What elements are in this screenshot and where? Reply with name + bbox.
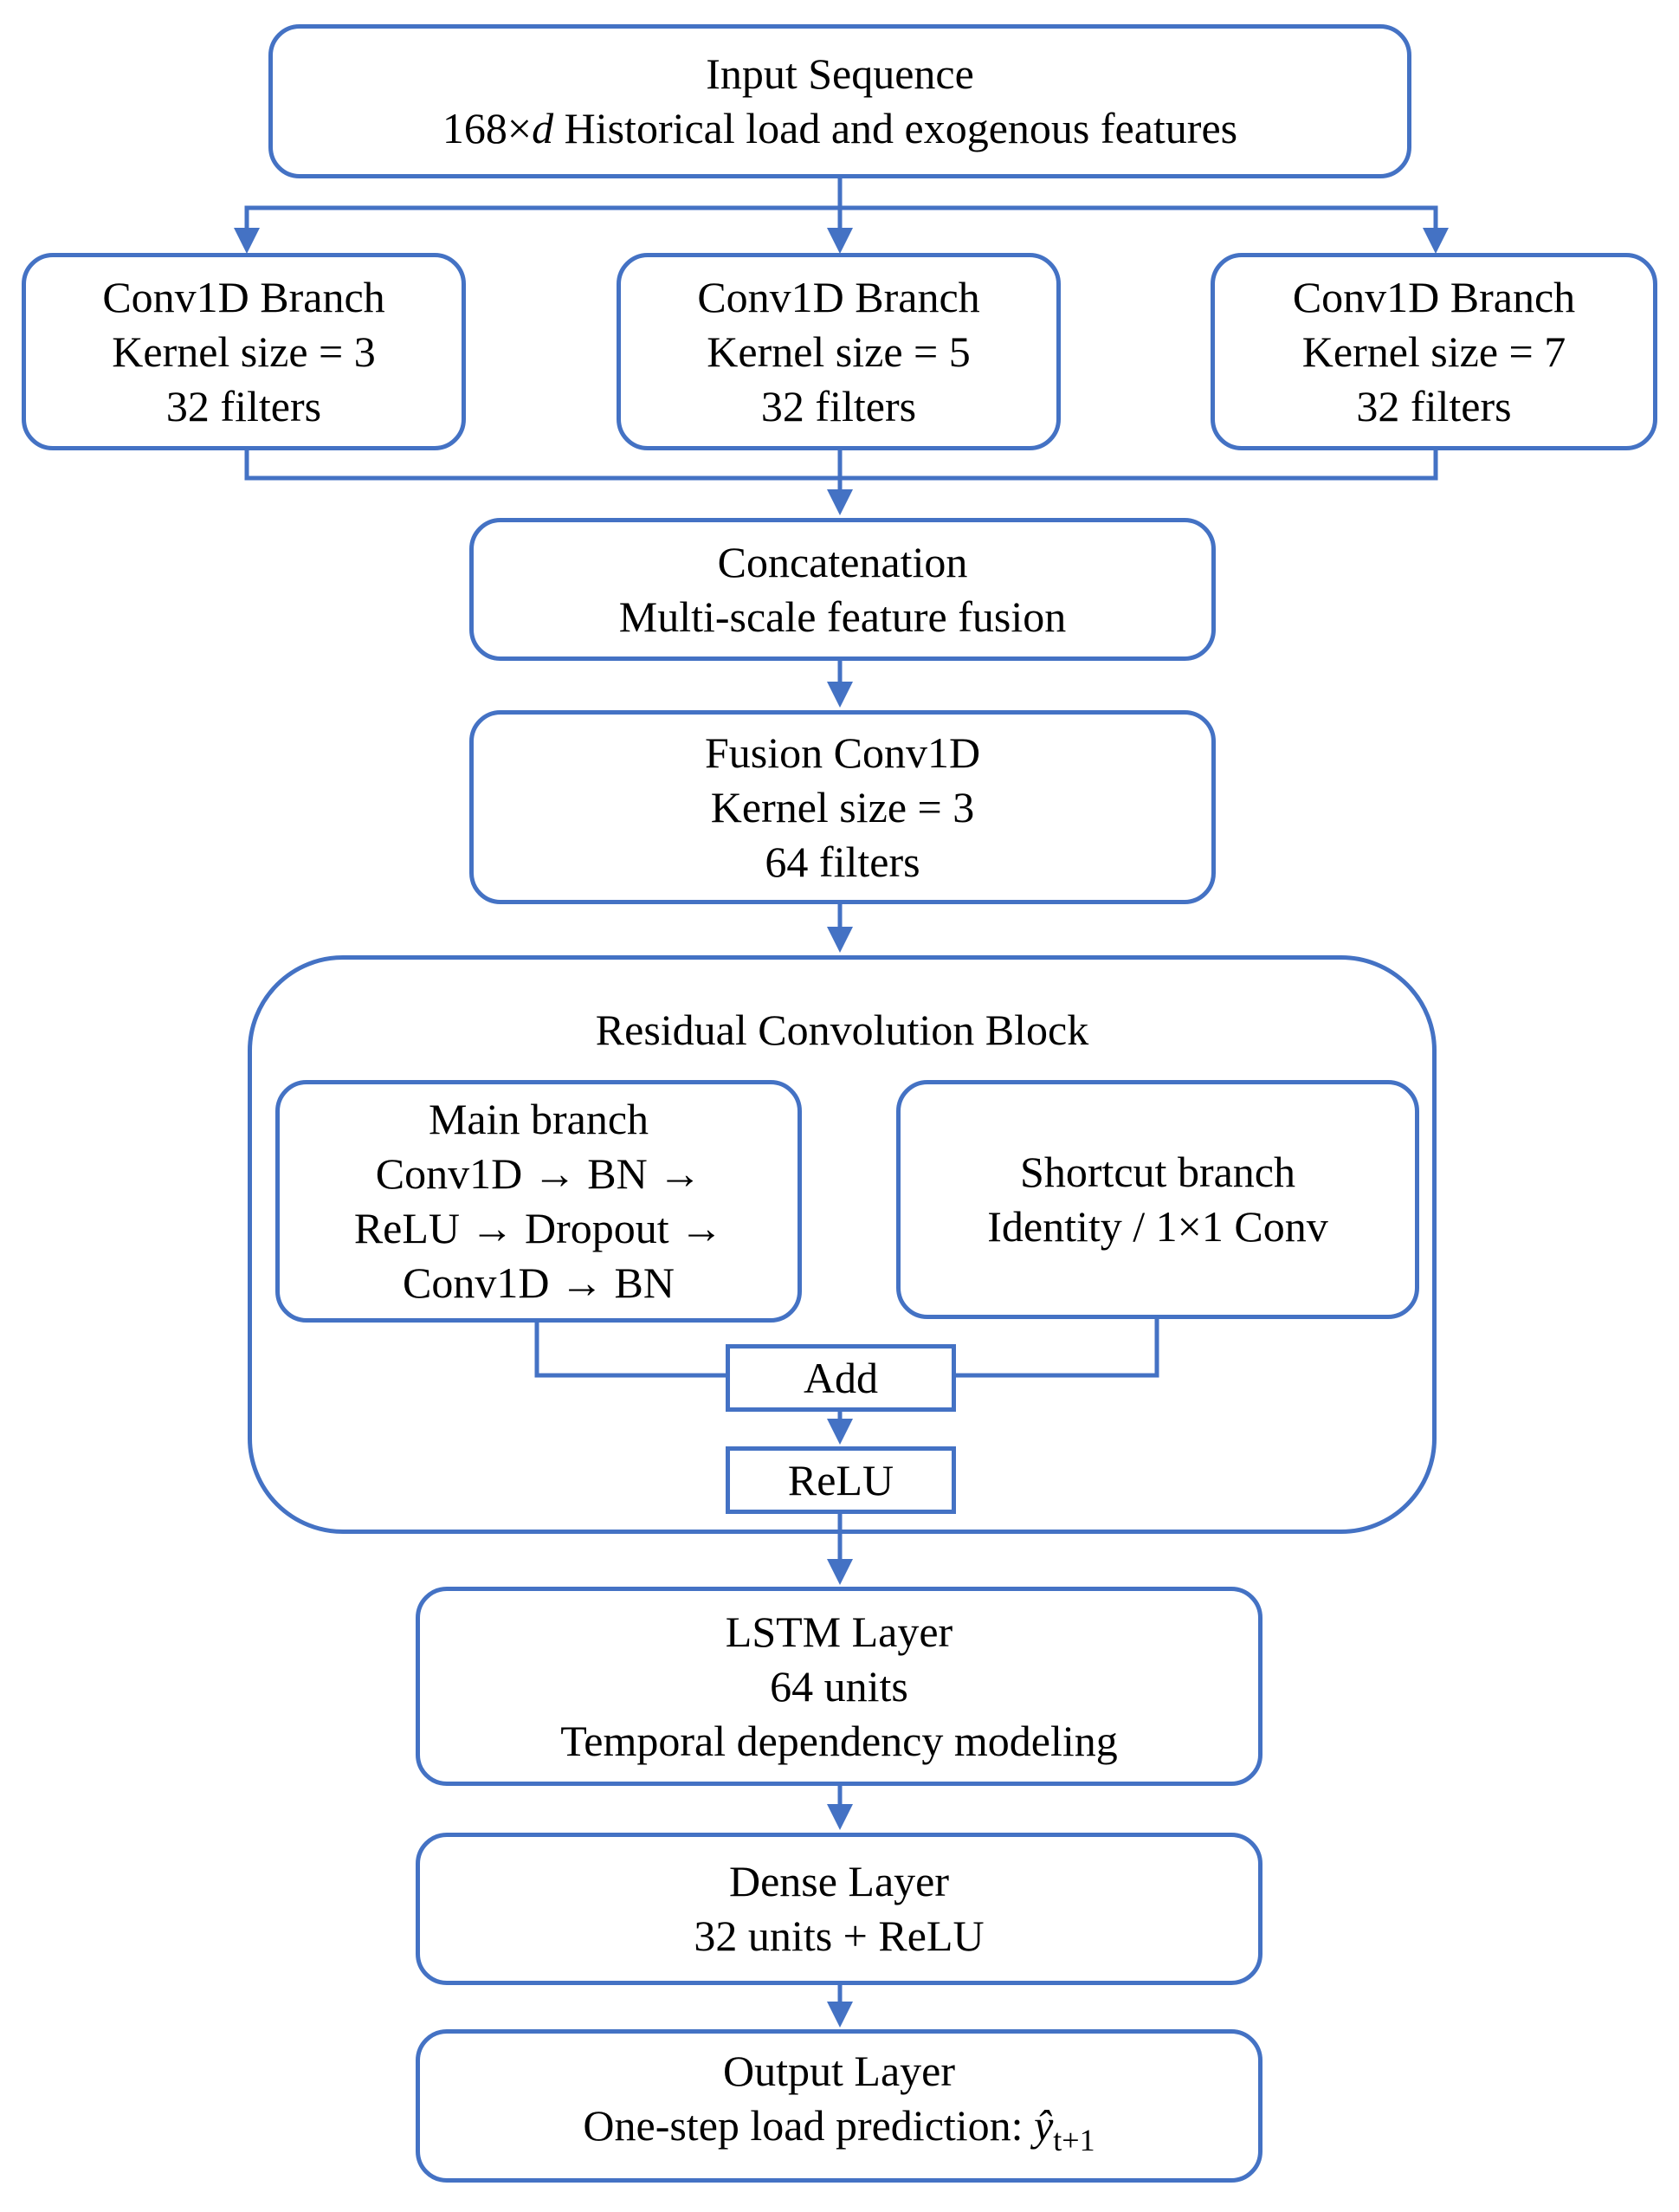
lstm-units: 64 units — [770, 1661, 908, 1711]
branch-filters: 32 filters — [165, 381, 322, 430]
input-title: Input Sequence — [706, 49, 974, 98]
branch-filters: 32 filters — [1356, 381, 1512, 430]
dense-detail: 32 units + ReLU — [694, 1911, 985, 1960]
branch-kernel: Kernel size = 7 — [1301, 327, 1566, 376]
lstm-detail: Temporal dependency modeling — [560, 1716, 1118, 1765]
connector-shortcut-to-add — [954, 1318, 1159, 1378]
branch-kernel: Kernel size = 3 — [112, 327, 376, 376]
output-symbol: ŷ — [1034, 2101, 1054, 2150]
branch-title: Conv1D Branch — [697, 272, 980, 321]
fusion-title: Fusion Conv1D — [704, 728, 981, 777]
shortcut-branch-detail: Identity / 1×1 Conv — [987, 1202, 1328, 1251]
main-branch-line2: ReLU → Dropout → — [353, 1204, 724, 1252]
residual-convolution-block: Residual Convolution Block — [248, 955, 1437, 1534]
conv1d-branch-k3: Conv1D Branch Kernel size = 3 32 filters — [22, 253, 466, 450]
fusion-conv1d-node: Fusion Conv1D Kernel size = 3 64 filters — [469, 710, 1216, 904]
main-branch-title: Main branch — [428, 1095, 649, 1143]
relu-node: ReLU — [726, 1446, 956, 1514]
output-title: Output Layer — [723, 2047, 955, 2095]
lstm-title: LSTM Layer — [725, 1607, 953, 1656]
dense-layer-node: Dense Layer 32 units + ReLU — [416, 1833, 1262, 1985]
main-branch-node: Main branch Conv1D → BN → ReLU → Dropout… — [275, 1080, 802, 1323]
fusion-kernel: Kernel size = 3 — [710, 782, 975, 831]
conv1d-branch-k5: Conv1D Branch Kernel size = 5 32 filters — [617, 253, 1061, 450]
dense-title: Dense Layer — [728, 1857, 950, 1905]
concatenation-node: Concatenation Multi-scale feature fusion — [469, 518, 1216, 661]
fusion-filters: 64 filters — [765, 837, 920, 886]
branch-title: Conv1D Branch — [1292, 272, 1576, 321]
add-node: Add — [726, 1344, 956, 1412]
output-subscript: t+1 — [1053, 2123, 1095, 2157]
shortcut-branch-node: Shortcut branch Identity / 1×1 Conv — [896, 1080, 1419, 1319]
input-sequence-node: Input Sequence 168×d Historical load and… — [268, 24, 1411, 178]
branch-filters: 32 filters — [760, 381, 917, 430]
shortcut-branch-title: Shortcut branch — [1020, 1148, 1295, 1196]
lstm-layer-node: LSTM Layer 64 units Temporal dependency … — [416, 1587, 1262, 1786]
concat-title: Concatenation — [717, 537, 968, 586]
conv1d-branch-k7: Conv1D Branch Kernel size = 7 32 filters — [1211, 253, 1657, 450]
input-detail: 168×d Historical load and exogenous feat… — [442, 104, 1238, 152]
relu-label: ReLU — [787, 1455, 894, 1504]
output-detail: One-step load prediction: ŷt+1 — [583, 2101, 1095, 2157]
main-branch-line3: Conv1D → BN — [403, 1258, 675, 1307]
output-layer-node: Output Layer One-step load prediction: ŷ… — [416, 2029, 1262, 2183]
residual-block-title: Residual Convolution Block — [595, 1006, 1089, 1054]
add-label: Add — [803, 1353, 879, 1402]
branch-title: Conv1D Branch — [102, 272, 385, 321]
concat-detail: Multi-scale feature fusion — [618, 592, 1067, 641]
connector-main-to-add — [534, 1321, 727, 1378]
branch-kernel: Kernel size = 5 — [707, 327, 971, 376]
main-branch-line1: Conv1D → BN → — [375, 1149, 702, 1198]
